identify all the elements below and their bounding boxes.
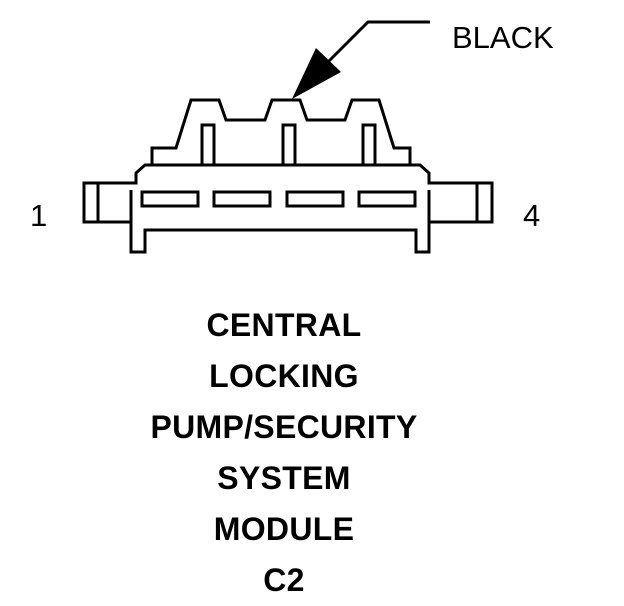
title-line: MODULE <box>213 511 355 547</box>
title-line: PUMP/SECURITY <box>150 409 418 445</box>
pin-label-left: 1 <box>30 198 47 233</box>
connector-title: CENTRAL LOCKING PUMP/SECURITY SYSTEM MOD… <box>84 300 484 606</box>
title-line: CENTRAL <box>206 307 362 343</box>
latch-towers <box>150 98 412 165</box>
main-housing <box>82 163 494 254</box>
title-line: C2 <box>263 562 305 598</box>
color-label: BLACK <box>452 20 554 55</box>
cavity-2 <box>212 190 272 208</box>
callout-arrow <box>292 20 430 99</box>
cavity-1 <box>140 190 200 208</box>
cavity-3 <box>285 190 345 208</box>
title-line: SYSTEM <box>217 460 351 496</box>
terminal-cavities <box>140 190 417 208</box>
pin-label-right: 4 <box>523 198 540 233</box>
cavity-4 <box>357 190 417 208</box>
connector-body <box>82 98 494 254</box>
title-line: LOCKING <box>209 358 359 394</box>
